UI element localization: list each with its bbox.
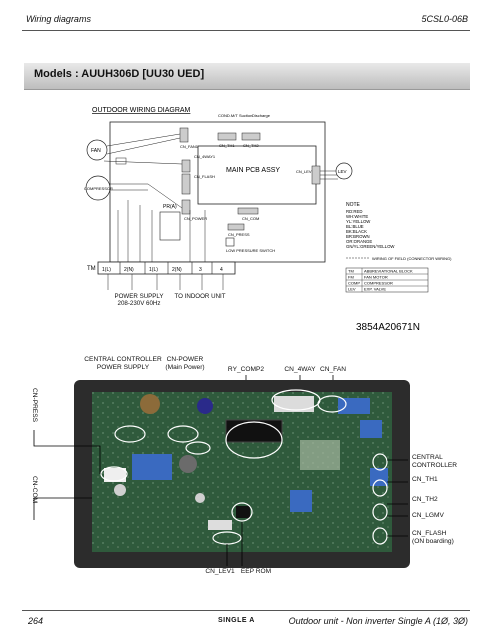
cn-flash-label: CN_FLASH xyxy=(194,174,215,179)
note-line: OR:ORANGE xyxy=(346,239,372,244)
terminal-cell: 3 xyxy=(199,267,202,273)
section-title: Models : AUUH306D [UU30 UED] xyxy=(34,68,205,80)
legend-abbr: TM xyxy=(348,269,354,274)
note-title: NOTE xyxy=(346,202,361,208)
page-number: 264 xyxy=(28,616,44,626)
legend-table: TM ABBREVIATIONAL BLOCK FM FAN MOTOR COM… xyxy=(345,267,429,293)
legend-desc: EXP. VALVE xyxy=(364,287,386,292)
pcb-photo xyxy=(33,375,410,568)
cn-lgmv-label: CN_LGMV xyxy=(412,512,444,519)
single-a-logo: SINGLE A xyxy=(218,617,255,624)
suction-label: Suction xyxy=(239,113,252,118)
cn-com-label: CN-COM xyxy=(31,476,38,504)
wiring-diagram: OUTDOOR WIRING DIAGRAM MAIN PCB ASSY CON… xyxy=(84,107,452,333)
cn-th1-photo-label: CN_TH1 xyxy=(412,476,438,483)
header-left: Wiring diagrams xyxy=(26,14,91,24)
cn-com-label: CN_COM xyxy=(242,216,259,221)
terminal-block: 1(L) 2(N) 1(L) 2(N) 3 4 xyxy=(97,261,236,275)
cn-press-label: CN-PRESS xyxy=(31,388,38,423)
pr-label: PR(A) xyxy=(163,204,177,210)
lev-label: LEV xyxy=(338,169,347,174)
cond-label: COND.M/T xyxy=(218,113,238,118)
terminal-cell: 2(N) xyxy=(172,267,182,273)
power-supply-label: POWER SUPPLY 208-230V 60Hz xyxy=(114,293,164,307)
note-line: BK:BLACK xyxy=(346,229,367,234)
note-line: YL:YELLOW xyxy=(346,219,371,224)
legend-abbr: COMP xyxy=(348,281,360,286)
header-rule xyxy=(22,30,470,31)
note-list: RD:RED WH:WHITE YL:YELLOW BL:BLUE BK:BLA… xyxy=(346,209,395,249)
discharge-label: Discharge xyxy=(252,113,271,118)
legend-abbr: LEV xyxy=(348,287,356,292)
cn-flash-photo-label: CN_FLASH (ON boarding) xyxy=(412,530,454,545)
comp-label: COMPRESSOR xyxy=(84,186,113,191)
terminal-cell: 4 xyxy=(220,267,223,273)
terminal-cell: 2(N) xyxy=(124,267,134,273)
field-wiring-label: WIRING OF FIELD (CONNECTOR WIRING) xyxy=(372,256,452,261)
eep-rom-label: EEP ROM xyxy=(240,568,272,575)
section-band xyxy=(24,62,470,90)
legend-desc: ABBREVIATIONAL BLOCK xyxy=(364,269,413,274)
part-number: 3854A20671N xyxy=(356,322,420,333)
header-right: 5CSL0-06B xyxy=(421,14,468,24)
cn-th2-photo-label: CN_TH2 xyxy=(412,496,438,503)
indoor-unit-label: TO INDOOR UNIT xyxy=(174,293,226,300)
fan-label: FAN xyxy=(91,148,101,154)
terminal-cell: 1(L) xyxy=(102,267,111,273)
note-line: GN/YL:GREEN/YELLOW xyxy=(346,244,395,249)
cn-fan-label: CN_FAN xyxy=(319,366,346,373)
footer-rule xyxy=(22,610,470,611)
note-line: RD:RED xyxy=(346,209,362,214)
legend-desc: COMPRESSOR xyxy=(364,281,393,286)
fan-symbol xyxy=(86,139,108,161)
main-pcb-box xyxy=(197,145,317,205)
cn-power-photo-label: CN-POWER (Main Power) xyxy=(165,356,205,371)
legend-desc: FAN MOTOR xyxy=(364,275,388,280)
cn-lev-label: CN_LEV xyxy=(296,169,312,174)
note-line: BL:BLUE xyxy=(346,224,364,229)
terminal-cell: 1(L) xyxy=(149,267,158,273)
compressor-symbol xyxy=(85,175,111,201)
cn-4way-label: CN_4WAY1 xyxy=(194,154,216,159)
legend-abbr: FM xyxy=(348,275,354,280)
cn-lev1-label: CN_LEV1 xyxy=(205,568,235,575)
cn-press-label: CN_PRESS xyxy=(228,232,250,237)
footer-right: Outdoor unit - Non inverter Single A (1Ø… xyxy=(288,616,468,626)
main-pcb-label: MAIN PCB ASSY xyxy=(226,167,280,174)
ry-comp2-label: RY_COMP2 xyxy=(227,366,265,373)
central-controller-label: CENTRAL CONTROLLER xyxy=(412,454,458,469)
cn-4way-label: CN_4WAY xyxy=(284,366,316,373)
cn-fan1-label: CN_FAN1 xyxy=(180,144,199,149)
lev-symbol xyxy=(335,162,353,180)
note-line: WH:WHITE xyxy=(346,214,368,219)
cn-power-label: CN_POWER xyxy=(184,216,207,221)
central-power-label: CENTRAL CONTROLLER POWER SUPPLY xyxy=(84,356,162,371)
diagram-title: OUTDOOR WIRING DIAGRAM xyxy=(92,107,191,114)
note-line: BR:BROWN xyxy=(346,234,370,239)
cn-th2-label: CN_TH2 xyxy=(243,143,259,148)
low-press-label: LOW PRESSURE SWITCH xyxy=(226,248,275,253)
tm-label: TM xyxy=(87,266,96,272)
cn-th1-label: CN_TH1 xyxy=(219,143,235,148)
